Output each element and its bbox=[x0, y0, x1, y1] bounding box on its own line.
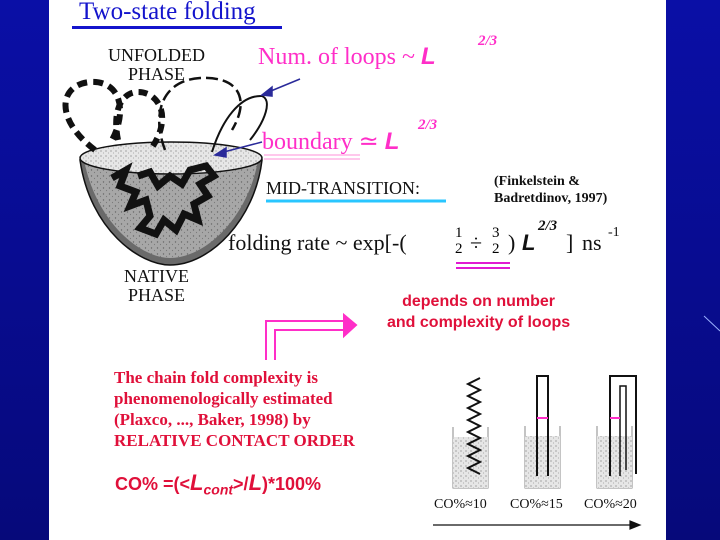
helix-beaker bbox=[452, 377, 489, 489]
boundary-underline bbox=[264, 154, 360, 160]
rate-unit: ns bbox=[582, 230, 602, 255]
citation: (Finkelstein & Badretdinov, 1997) bbox=[494, 173, 607, 207]
native-phase-word: PHASE bbox=[127, 285, 185, 305]
chain-line-1: The chain fold complexity is bbox=[114, 368, 319, 387]
chain-line-4: RELATIVE CONTACT ORDER bbox=[114, 431, 355, 450]
boundary-exponent: 2/3 bbox=[418, 117, 438, 133]
co-label-15: CO%≈15 bbox=[510, 497, 563, 512]
unfolded-word: UNFOLDED bbox=[108, 45, 205, 65]
unfolded-phase-label: UNFOLDED PHASE bbox=[108, 46, 205, 84]
mid-transition-label: MID-TRANSITION: bbox=[266, 178, 420, 198]
loops-text: Num. of loops ~ bbox=[258, 44, 415, 70]
co-label-10: CO%≈10 bbox=[434, 497, 487, 512]
chain-line-2: phenomenologically estimated bbox=[114, 389, 333, 408]
background-slash bbox=[703, 315, 720, 332]
rate-close: ) bbox=[508, 230, 516, 255]
depends-line-2: and complexity of loops bbox=[387, 314, 571, 331]
boundary-scaling: boundary ≃ L bbox=[262, 127, 399, 156]
phase-word: PHASE bbox=[127, 64, 185, 84]
chain-line-3: (Plaxco, ..., Baker, 1998) by bbox=[114, 410, 311, 429]
label-arrows bbox=[212, 78, 301, 158]
native-word: NATIVE bbox=[124, 266, 189, 286]
citation-line-1: (Finkelstein & bbox=[494, 174, 580, 189]
rate-unit-exponent: -1 bbox=[608, 225, 620, 240]
co-part-a: CO% =(< bbox=[115, 474, 191, 494]
big-arrow bbox=[265, 312, 358, 360]
rate-bracket: ] bbox=[566, 230, 574, 255]
slide-title: Two-state folding bbox=[79, 0, 256, 25]
native-phase-label: NATIVE PHASE bbox=[124, 267, 189, 305]
co-sub-cont: cont bbox=[203, 481, 234, 498]
boundary-var: L bbox=[384, 128, 400, 155]
co-part-b: >/ bbox=[233, 474, 249, 494]
slide-canvas bbox=[49, 0, 666, 540]
rate-operator: ÷ bbox=[470, 230, 483, 255]
hairpin-beaker-1 bbox=[524, 375, 561, 489]
depends-note: depends on number and complexity of loop… bbox=[387, 291, 570, 333]
loops-var: L bbox=[420, 43, 436, 70]
co-axis-arrow bbox=[433, 520, 642, 530]
chain-complexity-text: The chain fold complexity is phenomenolo… bbox=[114, 367, 355, 451]
rate-frac-1: 1 2 bbox=[455, 225, 463, 257]
energy-bowl bbox=[79, 141, 263, 266]
rate-frac-2: 3 2 bbox=[492, 225, 500, 257]
co-label-20: CO%≈20 bbox=[584, 497, 637, 512]
rate-prefix: folding rate ~ exp[-( bbox=[228, 230, 407, 255]
frac1-num: 1 bbox=[455, 225, 463, 241]
frac1-den: 2 bbox=[455, 241, 463, 257]
loops-scaling: Num. of loops ~ L bbox=[258, 43, 436, 71]
unfolded-loops bbox=[62, 76, 268, 153]
co-var-l2: L bbox=[248, 470, 263, 495]
hairpin-beaker-2 bbox=[596, 375, 637, 489]
boundary-text: boundary ≃ bbox=[262, 129, 379, 155]
title-underline bbox=[72, 26, 282, 29]
fraction-underline bbox=[456, 262, 510, 269]
depends-line-1: depends on number bbox=[402, 293, 556, 310]
co-formula: CO% =(<Lcont>/L)*100% bbox=[115, 470, 321, 498]
loops-exponent: 2/3 bbox=[478, 33, 498, 49]
co-var-l: L bbox=[190, 470, 204, 495]
native-chain bbox=[110, 162, 220, 239]
co-part-c: )*100% bbox=[262, 474, 322, 494]
frac2-den: 2 bbox=[492, 241, 500, 257]
frac2-num: 3 bbox=[492, 225, 500, 241]
citation-line-2: Badretdinov, 1997) bbox=[494, 191, 608, 206]
rate-exponent: 2/3 bbox=[538, 218, 558, 234]
rate-var: L bbox=[522, 230, 536, 255]
